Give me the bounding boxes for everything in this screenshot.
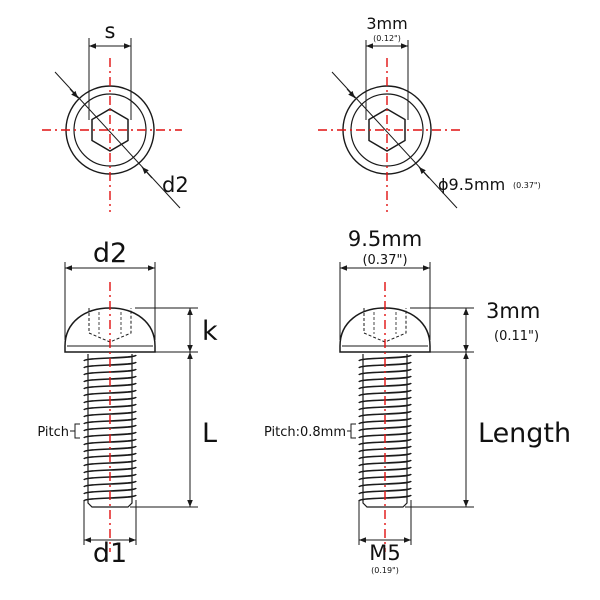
d2-arrow-top xyxy=(69,88,79,99)
hex-socket xyxy=(91,108,129,152)
thread-crest xyxy=(358,403,412,411)
d1-label: d1 xyxy=(93,538,127,569)
right-top-view: 3mm (0.12") ϕ9.5mm (0.37") xyxy=(318,14,541,212)
pitch-label: Pitch xyxy=(37,425,69,440)
head-height-inch-label: (0.11") xyxy=(494,329,539,344)
pitch-bracket xyxy=(350,423,356,439)
thread-crest xyxy=(358,459,412,467)
l-label: L xyxy=(202,418,217,449)
left-side-view: d2 k L Pitch d1 xyxy=(37,238,218,569)
head-height-label: 3mm xyxy=(486,299,540,323)
head-dia-label: 9.5mm xyxy=(348,227,422,251)
side-d2-label: d2 xyxy=(93,238,127,269)
pitch-label: Pitch:0.8mm xyxy=(264,425,346,440)
pitch-bracket xyxy=(74,423,80,439)
thread-crest xyxy=(358,466,412,474)
thread-crest xyxy=(358,410,412,418)
thread-crest xyxy=(83,466,137,474)
thread-crest xyxy=(83,389,137,397)
top-d2-label: d2 xyxy=(162,173,189,197)
diameter-arrow-top xyxy=(346,88,356,99)
s-label: s xyxy=(105,19,116,43)
head-diameter-label: ϕ9.5mm xyxy=(438,175,505,194)
length-label: Length xyxy=(478,418,571,449)
thread-crest xyxy=(83,459,137,467)
thread-crest xyxy=(83,410,137,418)
thread-crest xyxy=(83,403,137,411)
thread-crest xyxy=(358,480,412,488)
hex-size-label: 3mm xyxy=(366,14,407,33)
thread-shank xyxy=(358,354,412,508)
right-side-view: 9.5mm (0.37") 3mm (0.11") Length Pitch:0… xyxy=(264,227,571,575)
thread-size-label: M5 xyxy=(369,541,400,565)
diameter-arrow-bottom xyxy=(418,166,430,179)
head-dia-inch-label: (0.37") xyxy=(362,253,407,268)
thread-size-inch-label: (0.19") xyxy=(371,566,399,575)
thread-shank xyxy=(83,354,137,508)
d2-arrow-bottom xyxy=(141,166,153,179)
left-top-view: s d2 xyxy=(42,19,189,212)
hex-size-inch-label: (0.12") xyxy=(373,34,401,43)
thread-crest xyxy=(358,389,412,397)
k-label: k xyxy=(202,316,218,347)
thread-crest xyxy=(83,480,137,488)
hex-socket xyxy=(368,108,406,152)
head-diameter-inch-label: (0.37") xyxy=(513,181,541,190)
